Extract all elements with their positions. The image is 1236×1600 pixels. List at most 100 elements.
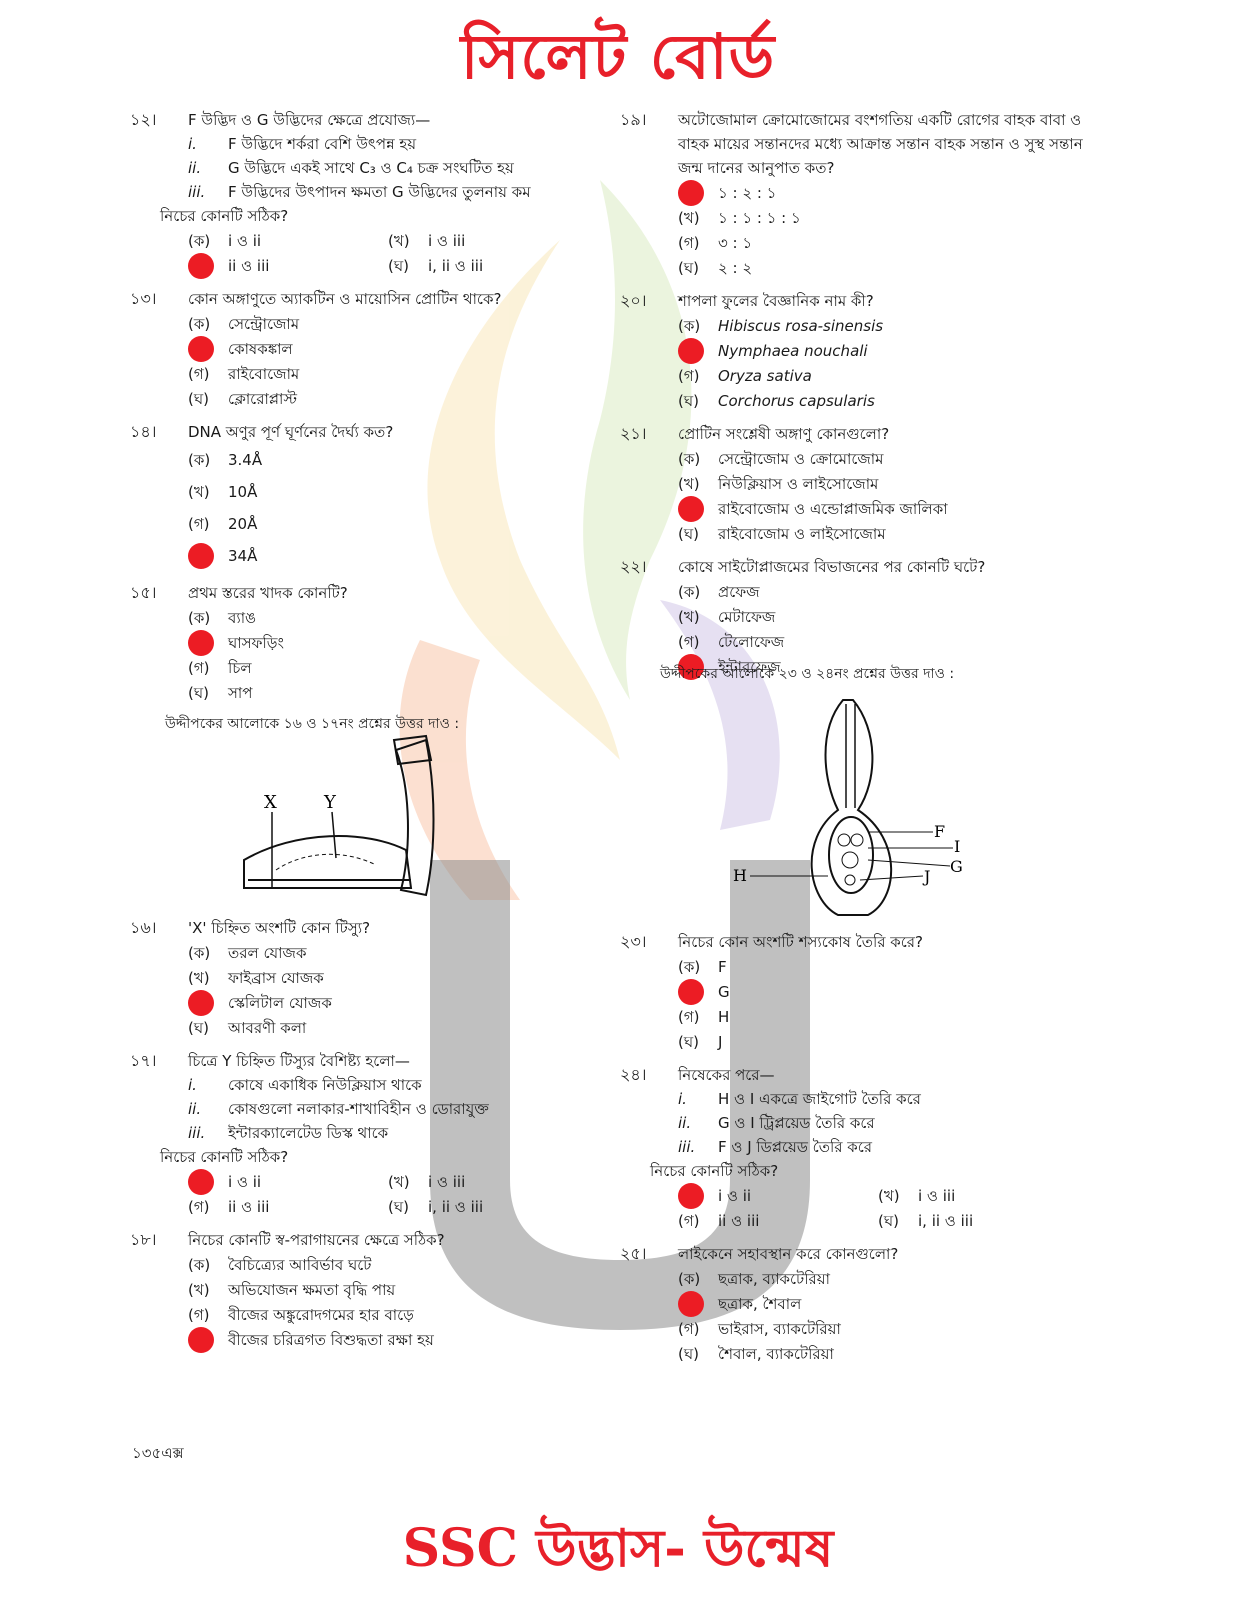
option[interactable]: (ক)ছত্রাক, ব্যাকটেরিয়া [620,1266,1090,1291]
option[interactable]: i ও ii [188,1168,388,1195]
option[interactable]: (খ) ১ : ১ : ১ : ১ [620,205,1090,230]
option[interactable]: (ক)সেন্ট্রোজোম ও ক্রোমোজোম [620,446,1090,471]
option[interactable]: (খ)i ও iii [388,228,588,253]
option[interactable]: (গ)টেলোফেজ [620,629,1090,654]
option-marker: (ঘ) [388,256,409,275]
option[interactable]: (ক)3.4Å [130,444,600,476]
option-text: বীজের চরিত্রগত বিশুদ্ধতা রক্ষা হয় [228,1330,434,1349]
option[interactable]: (ঘ)রাইবোজোম ও লাইসোজোম [620,521,1090,546]
option[interactable]: (গ)রাইবোজোম [130,361,600,386]
question-header: ২৪।নিষেকের পরে— [620,1063,1090,1087]
option[interactable]: (ক)ব্যাঙ [130,605,600,630]
option[interactable]: (ঘ)আবরণী কলা [130,1015,600,1040]
statement: iii.ইন্টারক্যালেটেড ডিস্ক থাকে [130,1121,600,1145]
option-marker: (গ) [678,233,700,252]
option-text: ii ও iii [718,1211,760,1230]
option[interactable]: (ঘ) i, ii ও iii [388,253,588,278]
option[interactable]: (ক)তরল যোজক [130,940,600,965]
option[interactable]: (খ)ফাইব্রাস যোজক [130,965,600,990]
option[interactable]: (ক)সেন্ট্রোজোম [130,311,600,336]
option-text: ১ : ১ : ১ : ১ [718,208,801,227]
option[interactable]: রাইবোজোম ও এন্ডোপ্লাজমিক জালিকা [620,495,1090,522]
option-text: ছত্রাক, শৈবাল [718,1294,802,1313]
option[interactable]: ১ : ২ : ১ [620,179,1090,206]
option[interactable]: (গ)ii ও iii [678,1208,878,1233]
question-number: ২২। [620,557,647,576]
option[interactable]: (গ) Oryza sativa [620,363,1090,388]
option[interactable]: ছত্রাক, শৈবাল [620,1290,1090,1317]
option-marker: (গ) [188,515,210,533]
option-marker: (খ) [678,208,700,227]
option-marker: (গ) [678,1007,700,1026]
option-text: চিল [228,658,252,677]
option[interactable]: (ঘ)i, ii ও iii [878,1208,1078,1233]
option[interactable]: (গ) চিল [130,655,600,680]
statement-numeral: iii. [188,1124,206,1142]
option-text: ভাইরাস, ব্যাকটেরিয়া [718,1319,841,1338]
question-number: ২১। [620,424,647,443]
option-marker: (ঘ) [188,683,209,702]
option[interactable]: G [620,978,1090,1005]
question-text: লাইকেনে সহাবস্থান করে কোনগুলো? [678,1245,899,1263]
option-text: রাইবোজোম [228,364,300,383]
option[interactable]: ii ও iii [188,252,388,279]
question-text: DNA অণুর পূর্ণ ঘূর্ণনের দৈর্ঘ্য কত? [188,423,394,441]
option[interactable]: (ক)i ও ii [188,228,388,253]
options-grid: i ও ii (খ)i ও iii(গ)ii ও iii(ঘ)i, ii ও ii… [620,1182,1090,1233]
option[interactable]: স্কেলিটাল যোজক [130,989,600,1016]
option[interactable]: (ঘ)Corchorus capsularis [620,388,1090,413]
option[interactable]: (গ)20Å [130,508,600,540]
option[interactable]: (ঘ)২ : ২ [620,255,1090,280]
option[interactable]: (গ)H [620,1004,1090,1029]
correct-answer-dot [188,252,214,279]
option[interactable]: i ও ii [678,1182,878,1209]
statement-numeral: ii. [188,1100,202,1118]
option[interactable]: (ক)বৈচিত্র্যের আবির্ভাব ঘটে [130,1252,600,1277]
label-x: X [264,792,277,813]
statement: ii.কোষগুলো নলাকার-শাখাবিহীন ও ডোরাযুক্ত [130,1097,600,1121]
option[interactable]: (গ)ভাইরাস, ব্যাকটেরিয়া [620,1316,1090,1341]
option-marker: (গ) [188,658,210,677]
statement-text: G ও I ট্রিপ্লয়েড তৈরি করে [718,1114,875,1132]
option[interactable]: (খ)নিউক্লিয়াস ও লাইসোজোম [620,471,1090,496]
option-marker: (গ) [678,366,700,385]
option[interactable]: (ঘ)i, ii ও iii [388,1194,588,1219]
option[interactable]: কোষকঙ্কাল [130,335,600,362]
option[interactable]: (ঘ)শৈবাল, ব্যাকটেরিয়া [620,1341,1090,1366]
option[interactable]: (ঘ)J [620,1029,1090,1054]
option-text: i, ii ও iii [428,256,484,275]
option[interactable]: (খ)10Å [130,476,600,508]
option[interactable]: (খ)i ও iii [388,1169,588,1194]
question-text: নিষেকের পরে— [678,1066,775,1084]
option[interactable]: ঘাসফড়িং [130,629,600,656]
option-text: ঘাসফড়িং [228,633,284,652]
question: ২০।শাপলা ফুলের বৈজ্ঞানিক নাম কী?(ক)Hibis… [620,289,1090,413]
option[interactable]: (ঘ)ক্লোরোপ্লাস্ট [130,386,600,411]
question: ২৩।নিচের কোন অংশটি শস্যকোষ তৈরি করে?(ক)F… [620,930,1090,1054]
option-text: Oryza sativa [718,366,812,385]
option[interactable]: (ক)Hibiscus rosa-sinensis [620,313,1090,338]
option[interactable]: (ক)প্রফেজ [620,579,1090,604]
option-text: i ও ii [718,1186,752,1205]
option[interactable]: Nymphaea nouchali [620,337,1090,364]
option[interactable]: বীজের চরিত্রগত বিশুদ্ধতা রক্ষা হয় [130,1326,600,1353]
options-grid: i ও ii(খ)i ও iii(গ)ii ও iii(ঘ)i, ii ও ii… [130,1168,600,1219]
option-marker: (খ) [678,607,700,626]
option[interactable]: (গ)বীজের অঙ্কুরোদগমের হার বাড়ে [130,1302,600,1327]
statement-numeral: iii. [188,183,206,201]
option[interactable]: (গ)ii ও iii [188,1194,388,1219]
option[interactable]: (ঘ)সাপ [130,680,600,705]
option[interactable]: ইন্টারফেজ [620,653,1090,680]
option[interactable]: (ক)F [620,954,1090,979]
footer-brand: SSC উদ্ভাস- উন্মেষ [402,1518,834,1579]
option[interactable]: 34Å [130,540,600,572]
option[interactable]: (খ)i ও iii [878,1183,1078,1208]
option-marker: (ক) [188,608,211,627]
option-text: নিউক্লিয়াস ও লাইসোজোম [718,474,879,493]
correct-answer-dot [188,543,214,569]
option[interactable]: (খ)অভিযোজন ক্ষমতা বৃদ্ধি পায় [130,1277,600,1302]
option[interactable]: (খ)মেটাফেজ [620,604,1090,629]
arm-muscle-diagram: X Y [243,734,435,897]
option[interactable]: (গ)৩ : ১ [620,230,1090,255]
